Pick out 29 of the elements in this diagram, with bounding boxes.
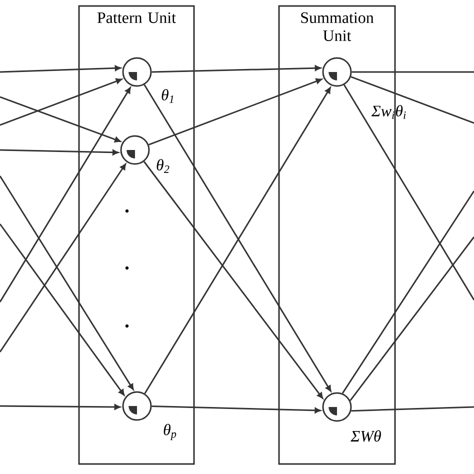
neuron-circle — [322, 57, 352, 87]
connection-line — [344, 84, 474, 300]
connection-line — [152, 65, 321, 73]
weight-label: Σw$_{i}$θ$_{i}$ — [371, 105, 406, 119]
neuron-circle — [322, 392, 352, 422]
connection-line — [152, 406, 321, 414]
connection-line — [350, 76, 474, 124]
connection-line — [0, 224, 125, 396]
neuron-circle — [122, 391, 152, 421]
connection-line — [350, 236, 474, 401]
connection-line — [0, 176, 134, 390]
weight-label: θ$_{2}$ — [156, 159, 170, 173]
neuron-circle — [120, 135, 150, 165]
connection-line — [0, 164, 126, 352]
connection-line — [143, 161, 324, 399]
connection-line — [0, 96, 121, 142]
weight-label: θ$_{1}$ — [162, 89, 174, 103]
connection-line — [0, 404, 120, 410]
connection-line — [0, 78, 122, 126]
connection-line — [148, 78, 322, 146]
neuron-circle — [122, 57, 152, 87]
connection-line — [0, 65, 121, 73]
connection-line — [352, 71, 474, 73]
connection-line — [351, 406, 474, 412]
connection-line — [342, 190, 474, 394]
weight-label: ΣWθ — [350, 430, 381, 442]
weight-label: θ$_{p}$ — [164, 424, 176, 440]
connection-line — [0, 87, 131, 302]
connection-line — [0, 149, 119, 156]
